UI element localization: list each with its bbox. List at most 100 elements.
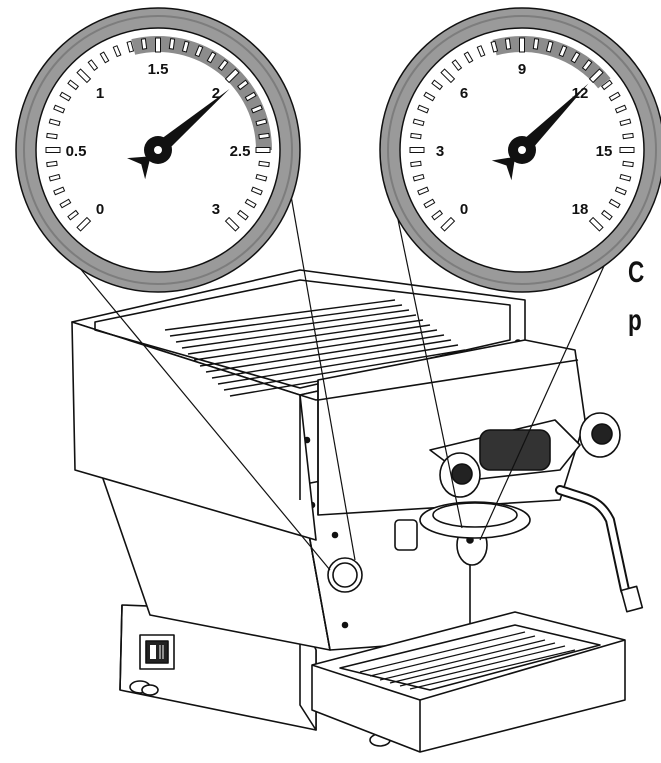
gauge-minor-tick	[48, 173, 61, 182]
gauge-minor-tick	[558, 45, 568, 58]
gauge-minor-tick	[581, 59, 593, 71]
gauge-minor-tick	[431, 209, 443, 221]
gauge-minor-tick	[451, 59, 463, 71]
gauge-minor-tick	[490, 40, 499, 53]
gauge-label: 1.5	[148, 61, 169, 78]
gauge-minor-tick	[194, 45, 204, 58]
espresso-machine	[71, 269, 644, 753]
gauge-minor-tick	[570, 51, 581, 64]
gauge-major-tick	[76, 68, 92, 84]
leader-steam-left	[39, 219, 331, 571]
gauge-minor-tick	[423, 198, 436, 209]
gauge-minor-tick	[206, 51, 217, 64]
gauge-major-tick	[519, 37, 525, 53]
gauge-hub-pin	[518, 146, 526, 154]
gauge-label: 15	[596, 143, 613, 160]
edge-text-line2: p	[628, 304, 643, 337]
gauge-minor-tick	[412, 173, 425, 182]
leader-brew-left	[394, 204, 463, 529]
edge-text-line1: C	[628, 256, 646, 289]
gauge-minor-tick	[608, 198, 621, 209]
leader-lines	[39, 189, 619, 571]
foot-center	[141, 684, 159, 696]
gauge-minor-tick	[244, 91, 257, 102]
gauge-minor-tick	[614, 104, 627, 114]
gauge-minor-tick	[46, 132, 58, 140]
gauge-major-tick	[224, 68, 240, 84]
gauge-label: 3	[212, 201, 220, 218]
upper-box-front	[71, 321, 317, 541]
gauge-minor-tick	[622, 132, 634, 140]
gauge-minor-tick	[67, 209, 79, 221]
steam-wand	[555, 485, 637, 610]
gauge-minor-tick	[258, 132, 270, 140]
drip-tray-grate	[359, 631, 576, 690]
gauge-minor-tick	[67, 79, 79, 91]
gauge-label: 3	[436, 143, 444, 160]
gauge-minor-tick	[412, 118, 425, 127]
gauge-minor-tick	[410, 132, 422, 140]
gauge-minor-tick	[614, 186, 627, 196]
gauge-label: 0	[460, 201, 468, 218]
gauge-minor-tick	[87, 59, 99, 71]
gauge-minor-tick	[237, 209, 249, 221]
gauge-minor-tick	[250, 104, 263, 114]
gauge-minor-tick	[463, 51, 474, 64]
gauge-minor-tick	[53, 104, 66, 114]
gauge-minor-tick	[255, 118, 268, 127]
gauge-label: 0	[96, 201, 104, 218]
gauge-minor-tick	[59, 198, 72, 209]
steam-pressure-gauge: 0 0.5 1 1.5 2 2.5 3	[15, 7, 301, 293]
leader-brew-right	[479, 234, 619, 541]
gauge-minor-tick	[217, 59, 229, 71]
gauge-minor-tick	[140, 38, 148, 50]
gauge-bezel-ring	[23, 15, 293, 285]
gauge-label: 2.5	[230, 143, 251, 160]
gauge-minor-tick	[601, 209, 613, 221]
gauge-needle	[517, 83, 589, 155]
gauge-minor-tick	[532, 38, 540, 50]
gauge-major-tick	[76, 216, 92, 232]
gauge-needle	[153, 88, 230, 156]
gauge-label: 1	[96, 85, 104, 102]
drip-tray	[311, 611, 626, 753]
brew-lever	[429, 412, 621, 498]
gauge-minor-tick	[250, 186, 263, 196]
gauge-minor-tick	[417, 186, 430, 196]
gauge-minor-tick	[417, 104, 430, 114]
gauge-minor-tick	[126, 40, 135, 53]
gauge-minor-tick	[545, 40, 554, 53]
gauge-minor-tick	[504, 38, 512, 50]
gauge-minor-tick	[431, 79, 443, 91]
gauge-minor-tick	[619, 118, 632, 127]
gauge-minor-tick	[258, 160, 270, 168]
water-spout	[394, 519, 418, 551]
gauge-label: 0.5	[66, 143, 87, 160]
gauge-minor-tick	[181, 40, 190, 53]
gauge-minor-tick	[601, 79, 613, 91]
gauge-label: 18	[572, 201, 589, 218]
gauge-major-tick	[155, 37, 161, 53]
gauge-bezel-ring	[387, 15, 657, 285]
gauge-minor-tick	[99, 51, 110, 64]
gauge-major-tick	[440, 216, 456, 232]
gauge-minor-tick	[622, 160, 634, 168]
gauge-major-tick	[224, 216, 240, 232]
gauge-label: 9	[518, 61, 526, 78]
gauge-major-tick	[255, 147, 271, 153]
gauge-minor-tick	[48, 118, 61, 127]
gauge-major-tick	[588, 68, 604, 84]
gauge-label: 6	[460, 85, 468, 102]
gauge-minor-tick	[168, 38, 176, 50]
gauge-major-tick	[588, 216, 604, 232]
gauge-label: 2	[212, 85, 220, 102]
gauge-major-tick	[440, 68, 456, 84]
gauge-minor-tick	[619, 173, 632, 182]
gauge-minor-tick	[59, 91, 72, 102]
gauge-minor-tick	[476, 45, 486, 58]
gauge-minor-tick	[244, 198, 257, 209]
gauge-minor-tick	[410, 160, 422, 168]
